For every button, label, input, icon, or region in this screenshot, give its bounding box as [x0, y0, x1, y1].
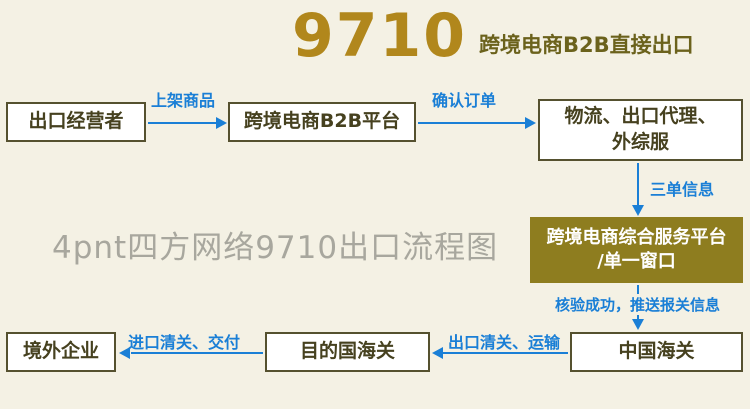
node-china-customs: 中国海关: [570, 332, 743, 372]
arrow-b2b-to-logistics-line: [418, 122, 525, 124]
arrow-logistics-to-service-line: [637, 163, 639, 205]
node-exporter-label: 出口经营者: [28, 110, 124, 133]
node-service-platform-line2: /单一窗口: [597, 251, 676, 272]
arrow-customs-to-destination-head: [432, 347, 443, 359]
title-code-9710: 9710: [292, 1, 467, 71]
diagram-title: 9710 跨境电商B2B直接出口: [292, 6, 694, 66]
node-overseas-enterprise-label: 境外企业: [22, 340, 99, 363]
node-logistics: 物流、出口代理、 外综服: [538, 99, 743, 161]
arrow-exporter-to-b2b-head: [216, 117, 227, 129]
arrow-b2b-to-logistics-head: [525, 117, 536, 129]
arrow-exporter-to-b2b-line: [148, 122, 216, 124]
title-subtitle: 跨境电商B2B直接出口: [479, 33, 694, 57]
node-exporter: 出口经营者: [6, 102, 146, 142]
node-destination-customs-label: 目的国海关: [299, 340, 395, 363]
node-service-platform-line1: 跨境电商综合服务平台: [546, 226, 727, 248]
edge-label-export-clearance: 出口清关、运输: [448, 333, 561, 352]
arrow-logistics-to-service-head: [632, 205, 644, 216]
arrow-destination-to-overseas-head: [119, 347, 130, 359]
watermark: 4pnt四方网络9710出口流程图: [52, 230, 499, 266]
node-china-customs-label: 中国海关: [618, 340, 695, 363]
edge-label-import-clearance: 进口清关、交付: [128, 333, 241, 352]
node-b2b-platform-label: 跨境电商B2B平台: [243, 110, 401, 133]
arrow-destination-to-overseas-line: [131, 352, 263, 354]
node-destination-customs: 目的国海关: [265, 332, 430, 372]
node-service-platform: 跨境电商综合服务平台 /单一窗口: [530, 217, 743, 283]
arrow-customs-to-destination-line: [443, 352, 568, 354]
node-overseas-enterprise: 境外企业: [6, 332, 116, 372]
edge-label-verify-push: 核验成功，推送报关信息: [552, 294, 724, 315]
node-b2b-platform: 跨境电商B2B平台: [228, 102, 416, 142]
node-logistics-line1: 物流、出口代理、: [564, 105, 717, 128]
arrow-service-to-customs-head: [632, 319, 644, 330]
node-logistics-line2: 外综服: [611, 131, 669, 153]
edge-label-confirm-order: 确认订单: [432, 91, 497, 110]
edge-label-three-documents: 三单信息: [650, 180, 715, 199]
edge-label-list-goods: 上架商品: [151, 91, 216, 110]
